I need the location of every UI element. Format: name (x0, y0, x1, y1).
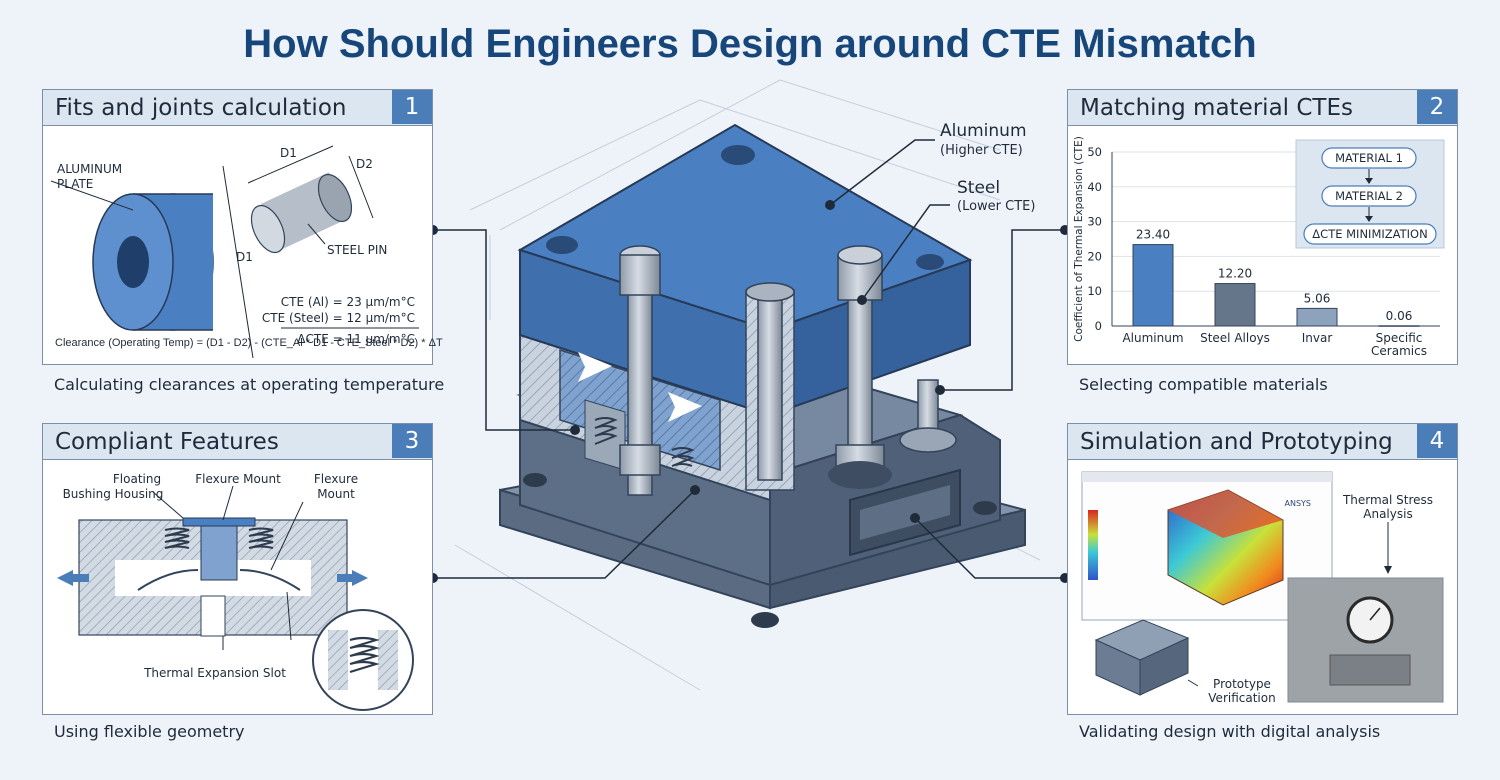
panel-title: Compliant Features (55, 429, 279, 455)
label-analysis: Analysis (1363, 507, 1412, 521)
bar-value-label: 5.06 (1304, 291, 1331, 305)
panel-number: 3 (392, 424, 432, 458)
aluminum-label: Aluminum (940, 121, 1027, 141)
panel-title: Matching material CTEs (1080, 95, 1353, 121)
y-tick-label: 30 (1087, 215, 1102, 229)
clearance-formula: Clearance (Operating Temp) = (D1 - D2) -… (55, 337, 443, 349)
simulation-illustration: ANSYS Thermal Stress Analysis Prototype … (1081, 471, 1444, 705)
bar-value-label: 0.06 (1386, 309, 1413, 323)
panel-matching-cte: Matching material CTEs 2 0 10 20 30 40 50 23.4… (1067, 89, 1458, 365)
steel-sublabel: (Lower CTE) (957, 199, 1036, 214)
label-d1-top: D1 (280, 146, 297, 160)
label-d2: D2 (356, 157, 373, 171)
steel-pin-drawing (250, 172, 353, 254)
chart-bars (1132, 244, 1420, 327)
label-verification: Verification (1208, 691, 1275, 705)
y-tick-label: 40 (1087, 180, 1102, 194)
bar-value-label: 12.20 (1218, 267, 1252, 281)
caption-2: Selecting compatible materials (1079, 375, 1328, 394)
panel-title: Simulation and Prototyping (1080, 429, 1393, 455)
caption-3: Using flexible geometry (54, 722, 245, 741)
cte-al: CTE (Al) = 23 μm/m°C (281, 295, 415, 309)
label-plate: PLATE (57, 177, 93, 191)
bar-specific-ceramics (1378, 325, 1420, 327)
panel-header: Fits and joints calculation 1 (43, 90, 432, 126)
y-tick-label: 10 (1087, 284, 1102, 298)
label-aluminum: ALUMINUM (57, 162, 122, 176)
connector-lines (433, 139, 1065, 579)
aluminum-plate-drawing (92, 193, 214, 331)
y-tick-label: 50 (1087, 145, 1102, 159)
base-holes (523, 473, 997, 628)
label-flexure: Flexure (314, 472, 358, 486)
x-tick-label: Ceramics (1371, 344, 1427, 358)
bar-steel-alloys (1214, 283, 1256, 327)
delta-cte: ΔCTE = 11 μm/m°C (297, 332, 415, 346)
top-plate (517, 123, 973, 422)
y-axis-label: Coefficient of Thermal Expansion (CTE) (1073, 136, 1085, 342)
label-expansion-slot: Thermal Expansion Slot (143, 666, 286, 680)
fits-diagram: ALUMINUM PLATE D1 D2 D1 STEEL PIN CTE (A… (50, 145, 419, 359)
compliant-diagram: Floating Bushing Housing Flexure Mount F… (57, 472, 414, 711)
caption-4: Validating design with digital analysis (1079, 722, 1381, 741)
panel-fits-joints: Fits and joints calculation 1 ALUMINUM P… (42, 89, 443, 365)
label-flexure-mount: Flexure Mount (195, 472, 281, 486)
panel-header: Matching material CTEs 2 (1068, 90, 1457, 126)
bar-invar (1296, 307, 1338, 327)
flow-minimization: ΔCTE MINIMIZATION (1312, 227, 1427, 241)
bar-value-label: 23.40 (1136, 228, 1170, 242)
x-tick-label: Specific (1376, 331, 1423, 345)
x-tick-label: Aluminum (1122, 331, 1183, 345)
panel-number: 1 (392, 90, 432, 124)
label-mount: Mount (317, 487, 355, 501)
flow-material-1: MATERIAL 1 (1335, 151, 1403, 165)
label-steel-pin: STEEL PIN (327, 243, 387, 257)
cte-steel: CTE (Steel) = 12 μm/m°C (262, 311, 415, 325)
x-tick-label: Steel Alloys (1200, 331, 1270, 345)
label-d1-side: D1 (236, 250, 253, 264)
panel-number: 2 (1417, 90, 1457, 124)
flow-material-2: MATERIAL 2 (1335, 189, 1403, 203)
material-flow: MATERIAL 1 MATERIAL 2 ΔCTE MINIMIZATION (1295, 139, 1445, 249)
panel-header: Compliant Features 3 (43, 424, 432, 460)
label-bushing-housing: Bushing Housing (63, 487, 164, 501)
panel-compliant-features: Compliant Features 3 (42, 423, 433, 715)
panel-simulation: Simulation and Prototyping 4 ANSYS (1067, 423, 1458, 715)
caption-1: Calculating clearances at operating temp… (54, 375, 445, 394)
label-thermal-stress: Thermal Stress (1342, 493, 1433, 507)
y-tick-label: 0 (1095, 319, 1102, 333)
steel-label: Steel (957, 178, 1001, 198)
panel-title: Fits and joints calculation (55, 95, 347, 121)
y-tick-label: 20 (1087, 249, 1102, 263)
bar-aluminum (1132, 244, 1174, 327)
panel-header: Simulation and Prototyping 4 (1068, 424, 1457, 460)
panel-number: 4 (1417, 424, 1457, 458)
label-floating: Floating (113, 472, 161, 486)
steel-pins (619, 245, 957, 496)
prototype-model (1094, 619, 1190, 696)
x-tick-label: Invar (1302, 331, 1333, 345)
sim-brand: ANSYS (1285, 499, 1312, 508)
aluminum-sublabel: (Higher CTE) (940, 143, 1023, 158)
label-prototype: Prototype (1213, 677, 1271, 691)
page-title: How Should Engineers Design around CTE M… (243, 22, 1257, 66)
